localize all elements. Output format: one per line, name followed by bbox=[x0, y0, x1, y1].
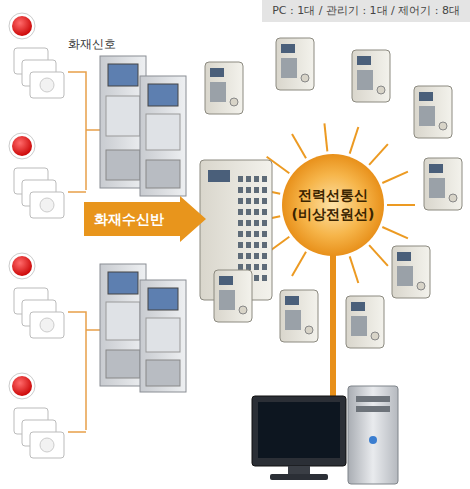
led bbox=[254, 242, 259, 248]
node-text: 전력선통신 (비상전원선) bbox=[290, 186, 376, 224]
ray-line bbox=[253, 188, 280, 194]
led bbox=[254, 187, 259, 193]
node-text: 화재수신반 bbox=[84, 196, 206, 242]
led bbox=[262, 220, 267, 226]
led bbox=[246, 220, 251, 226]
ray-line bbox=[350, 256, 359, 283]
led bbox=[254, 209, 259, 215]
circle-node: 전력선통신 (비상전원선) bbox=[281, 153, 385, 257]
ray-line bbox=[369, 144, 388, 165]
led bbox=[254, 275, 259, 281]
ray-line bbox=[350, 127, 359, 154]
led bbox=[238, 264, 243, 270]
pc-illustration bbox=[252, 386, 398, 484]
led bbox=[254, 198, 259, 204]
led bbox=[254, 253, 259, 259]
led bbox=[238, 253, 243, 259]
led bbox=[238, 242, 243, 248]
controller-device bbox=[205, 62, 243, 114]
led bbox=[262, 264, 267, 270]
led bbox=[238, 176, 243, 182]
led bbox=[262, 198, 267, 204]
controller-device bbox=[352, 50, 390, 102]
ray-line bbox=[324, 123, 327, 151]
ray-line bbox=[292, 134, 306, 158]
led bbox=[246, 242, 251, 248]
ray-line bbox=[369, 245, 388, 266]
led bbox=[254, 231, 259, 237]
signal-label: 화재신호 bbox=[68, 36, 116, 53]
led bbox=[246, 209, 251, 215]
controller-device bbox=[346, 296, 384, 348]
led bbox=[238, 209, 243, 215]
led bbox=[254, 220, 259, 226]
ray-line bbox=[382, 172, 408, 183]
controller-device bbox=[424, 158, 462, 210]
led bbox=[262, 242, 267, 248]
controllers bbox=[205, 38, 462, 348]
led bbox=[262, 176, 267, 182]
ray-line bbox=[382, 227, 408, 238]
bracket-lines bbox=[68, 72, 100, 432]
controller-device bbox=[414, 86, 452, 138]
arrow-node: 화재수신반 bbox=[84, 196, 206, 242]
led bbox=[238, 198, 243, 204]
controller-device bbox=[280, 290, 318, 342]
led bbox=[246, 253, 251, 259]
led bbox=[238, 231, 243, 237]
count-box: PC : 1대 / 관리기 : 1대 / 제어기 : 8대 bbox=[262, 0, 470, 22]
controller-device bbox=[392, 246, 430, 298]
led bbox=[262, 187, 267, 193]
controller-device bbox=[276, 38, 314, 90]
circle-shape bbox=[281, 153, 385, 257]
led bbox=[246, 198, 251, 204]
led bbox=[246, 231, 251, 237]
led bbox=[246, 176, 251, 182]
led bbox=[262, 275, 267, 281]
pc-link-line bbox=[330, 255, 336, 398]
led bbox=[246, 264, 251, 270]
controller-device bbox=[214, 270, 252, 322]
led bbox=[238, 187, 243, 193]
led bbox=[262, 253, 267, 259]
led bbox=[262, 231, 267, 237]
led bbox=[246, 187, 251, 193]
node-text: PC : 1대 / 관리기 : 1대 / 제어기 : 8대 bbox=[272, 4, 460, 18]
ray-line bbox=[292, 252, 306, 276]
led bbox=[254, 264, 259, 270]
ray-line bbox=[387, 204, 415, 206]
led bbox=[262, 209, 267, 215]
detector-groups bbox=[9, 13, 64, 458]
led bbox=[254, 176, 259, 182]
led bbox=[238, 220, 243, 226]
